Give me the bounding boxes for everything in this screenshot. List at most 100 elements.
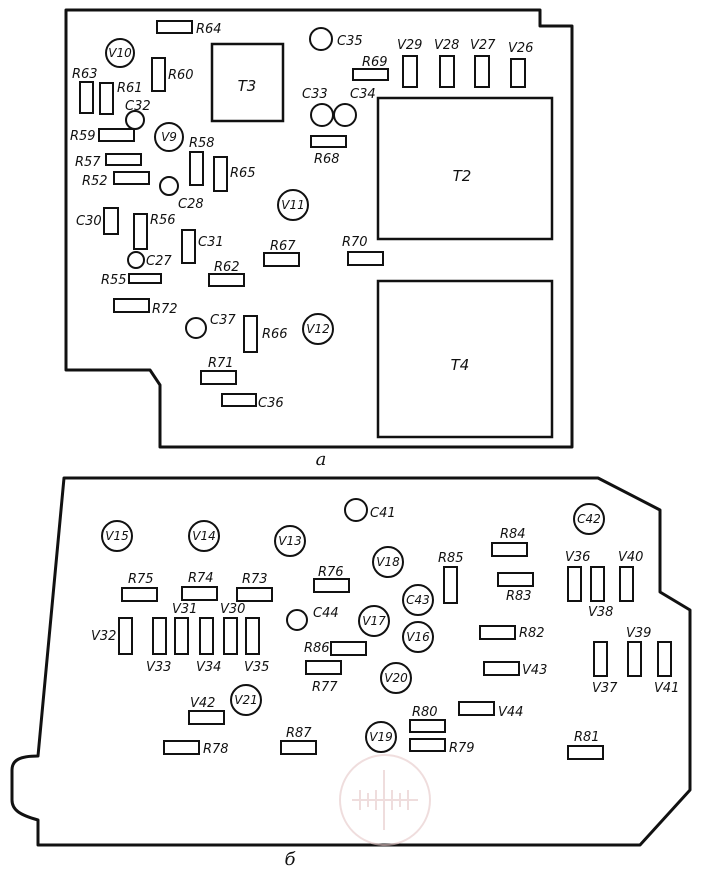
semiconductor-v21-label: V21 bbox=[234, 693, 257, 707]
semiconductor-v13-label: V13 bbox=[278, 534, 301, 548]
resistor-r58-label: R58 bbox=[189, 136, 215, 151]
resistor-r78-label: R78 bbox=[203, 742, 229, 757]
semiconductor-v27-label: V27 bbox=[470, 38, 496, 53]
semiconductor-v18: V18 bbox=[372, 546, 404, 578]
semiconductor-v16-label: V16 bbox=[406, 630, 430, 644]
semiconductor-v30-label: V30 bbox=[220, 602, 245, 617]
semiconductor-v41-label: V41 bbox=[654, 681, 679, 696]
board-a-outline bbox=[64, 8, 574, 449]
semiconductor-v28: V28 bbox=[434, 38, 459, 88]
resistor-r56-label: R56 bbox=[150, 213, 176, 228]
resistor-r68: R68 bbox=[310, 135, 347, 167]
semiconductor-v12-label: V12 bbox=[306, 322, 329, 336]
resistor-r52: R52 bbox=[82, 171, 150, 189]
resistor-r66: R66 bbox=[243, 315, 288, 353]
resistor-r83: R83 bbox=[497, 572, 534, 604]
semiconductor-v17: V17 bbox=[358, 605, 390, 637]
semiconductor-v39: V39 bbox=[626, 626, 651, 677]
semiconductor-v32-label: V32 bbox=[91, 629, 116, 644]
semiconductor-v26: V26 bbox=[508, 41, 533, 88]
semiconductor-v14-label: V14 bbox=[192, 529, 215, 543]
resistor-r72-label: R72 bbox=[152, 302, 178, 317]
resistor-r72: R72 bbox=[113, 298, 178, 317]
resistor-r60: R60 bbox=[151, 57, 194, 92]
capacitor-c30-label: C30 bbox=[76, 214, 102, 229]
semiconductor-v28-label: V28 bbox=[434, 38, 459, 53]
resistor-r58: R58 bbox=[189, 136, 215, 186]
semiconductor-v31: V31 bbox=[172, 602, 197, 655]
capacitor-c28-label: C28 bbox=[178, 197, 204, 212]
board-b-outline bbox=[10, 476, 692, 847]
semiconductor-v40: V40 bbox=[618, 550, 643, 602]
capacitor-c28: C28 bbox=[159, 176, 204, 212]
capacitor-c42-label: C42 bbox=[577, 512, 601, 526]
resistor-r85: R85 bbox=[438, 551, 464, 604]
resistor-r64: R64 bbox=[156, 20, 222, 37]
capacitor-c37: C37 bbox=[185, 313, 236, 339]
resistor-r67: R67 bbox=[263, 239, 300, 267]
capacitor-c36-label: C36 bbox=[258, 396, 284, 411]
semiconductor-v35-label: V35 bbox=[244, 660, 269, 675]
resistor-r63: R63 bbox=[72, 67, 98, 114]
resistor-r65-label: R65 bbox=[230, 166, 256, 181]
resistor-r70: R70 bbox=[342, 235, 384, 266]
resistor-r66-label: R66 bbox=[262, 327, 288, 342]
resistor-r74-label: R74 bbox=[188, 571, 214, 586]
capacitor-c37-label: C37 bbox=[210, 313, 236, 328]
semiconductor-v42-label: V42 bbox=[190, 696, 215, 711]
semiconductor-v18-label: V18 bbox=[376, 555, 400, 569]
resistor-r82: R82 bbox=[479, 625, 545, 641]
capacitor-c30: C30 bbox=[76, 207, 119, 235]
capacitor-c31: C31 bbox=[181, 229, 224, 264]
resistor-r67-label: R67 bbox=[270, 239, 296, 254]
resistor-r56: R56 bbox=[133, 213, 176, 250]
semiconductor-v43: V43 bbox=[483, 661, 547, 678]
capacitor-c41-label: C41 bbox=[370, 506, 396, 521]
resistor-r64-label: R64 bbox=[196, 22, 222, 37]
resistor-r61: R61 bbox=[99, 81, 143, 115]
resistor-r80-label: R80 bbox=[412, 705, 438, 720]
resistor-r85-label: R85 bbox=[438, 551, 464, 566]
capacitor-c41: C41 bbox=[344, 498, 396, 522]
transformer-t2: T2 bbox=[376, 96, 554, 241]
resistor-r60-label: R60 bbox=[168, 68, 194, 83]
resistor-r77: R77 bbox=[305, 660, 342, 695]
capacitor-c27: C27 bbox=[127, 251, 172, 269]
resistor-r70-label: R70 bbox=[342, 235, 368, 250]
resistor-r69-label: R69 bbox=[362, 55, 388, 70]
semiconductor-v32: V32 bbox=[91, 617, 133, 655]
capacitor-c35: C35 bbox=[309, 27, 363, 51]
capacitor-c44-label: C44 bbox=[313, 606, 339, 621]
resistor-r75-label: R75 bbox=[128, 572, 154, 587]
capacitor-c31-label: C31 bbox=[198, 235, 224, 250]
resistor-r79: R79 bbox=[409, 738, 475, 756]
resistor-r76-label: R76 bbox=[318, 565, 344, 580]
semiconductor-v30: V30 bbox=[220, 602, 245, 655]
resistor-r57-label: R57 bbox=[75, 155, 101, 170]
resistor-r84-label: R84 bbox=[500, 527, 526, 542]
semiconductor-v44: V44 bbox=[458, 701, 523, 720]
transformer-t4-label: T4 bbox=[451, 356, 470, 374]
semiconductor-v20-label: V20 bbox=[384, 671, 408, 685]
semiconductor-v44-label: V44 bbox=[498, 705, 523, 720]
capacitor-c44: C44 bbox=[286, 606, 339, 631]
resistor-r71: R71 bbox=[200, 356, 237, 385]
capacitor-c33-label: C33 bbox=[302, 87, 328, 102]
semiconductor-v36: V36 bbox=[565, 550, 590, 602]
resistor-r55-label: R55 bbox=[101, 273, 127, 288]
resistor-r62: R62 bbox=[208, 260, 245, 287]
resistor-r62-label: R62 bbox=[214, 260, 240, 275]
transformer-t4: T4 bbox=[376, 279, 554, 439]
semiconductor-v15-label: V15 bbox=[105, 529, 128, 543]
capacitor-c42: C42 bbox=[573, 503, 605, 535]
resistor-r71-label: R71 bbox=[208, 356, 234, 371]
transformer-t3-label: T3 bbox=[238, 77, 257, 95]
semiconductor-v39-label: V39 bbox=[626, 626, 651, 641]
semiconductor-v29-label: V29 bbox=[397, 38, 422, 53]
semiconductor-v10: V10 bbox=[105, 38, 135, 68]
semiconductor-v11-label: V11 bbox=[281, 198, 304, 212]
resistor-r68-label: R68 bbox=[314, 152, 340, 167]
capacitor-c43: C43 bbox=[402, 584, 434, 616]
resistor-r59: R59 bbox=[70, 128, 135, 144]
semiconductor-v17-label: V17 bbox=[362, 614, 386, 628]
